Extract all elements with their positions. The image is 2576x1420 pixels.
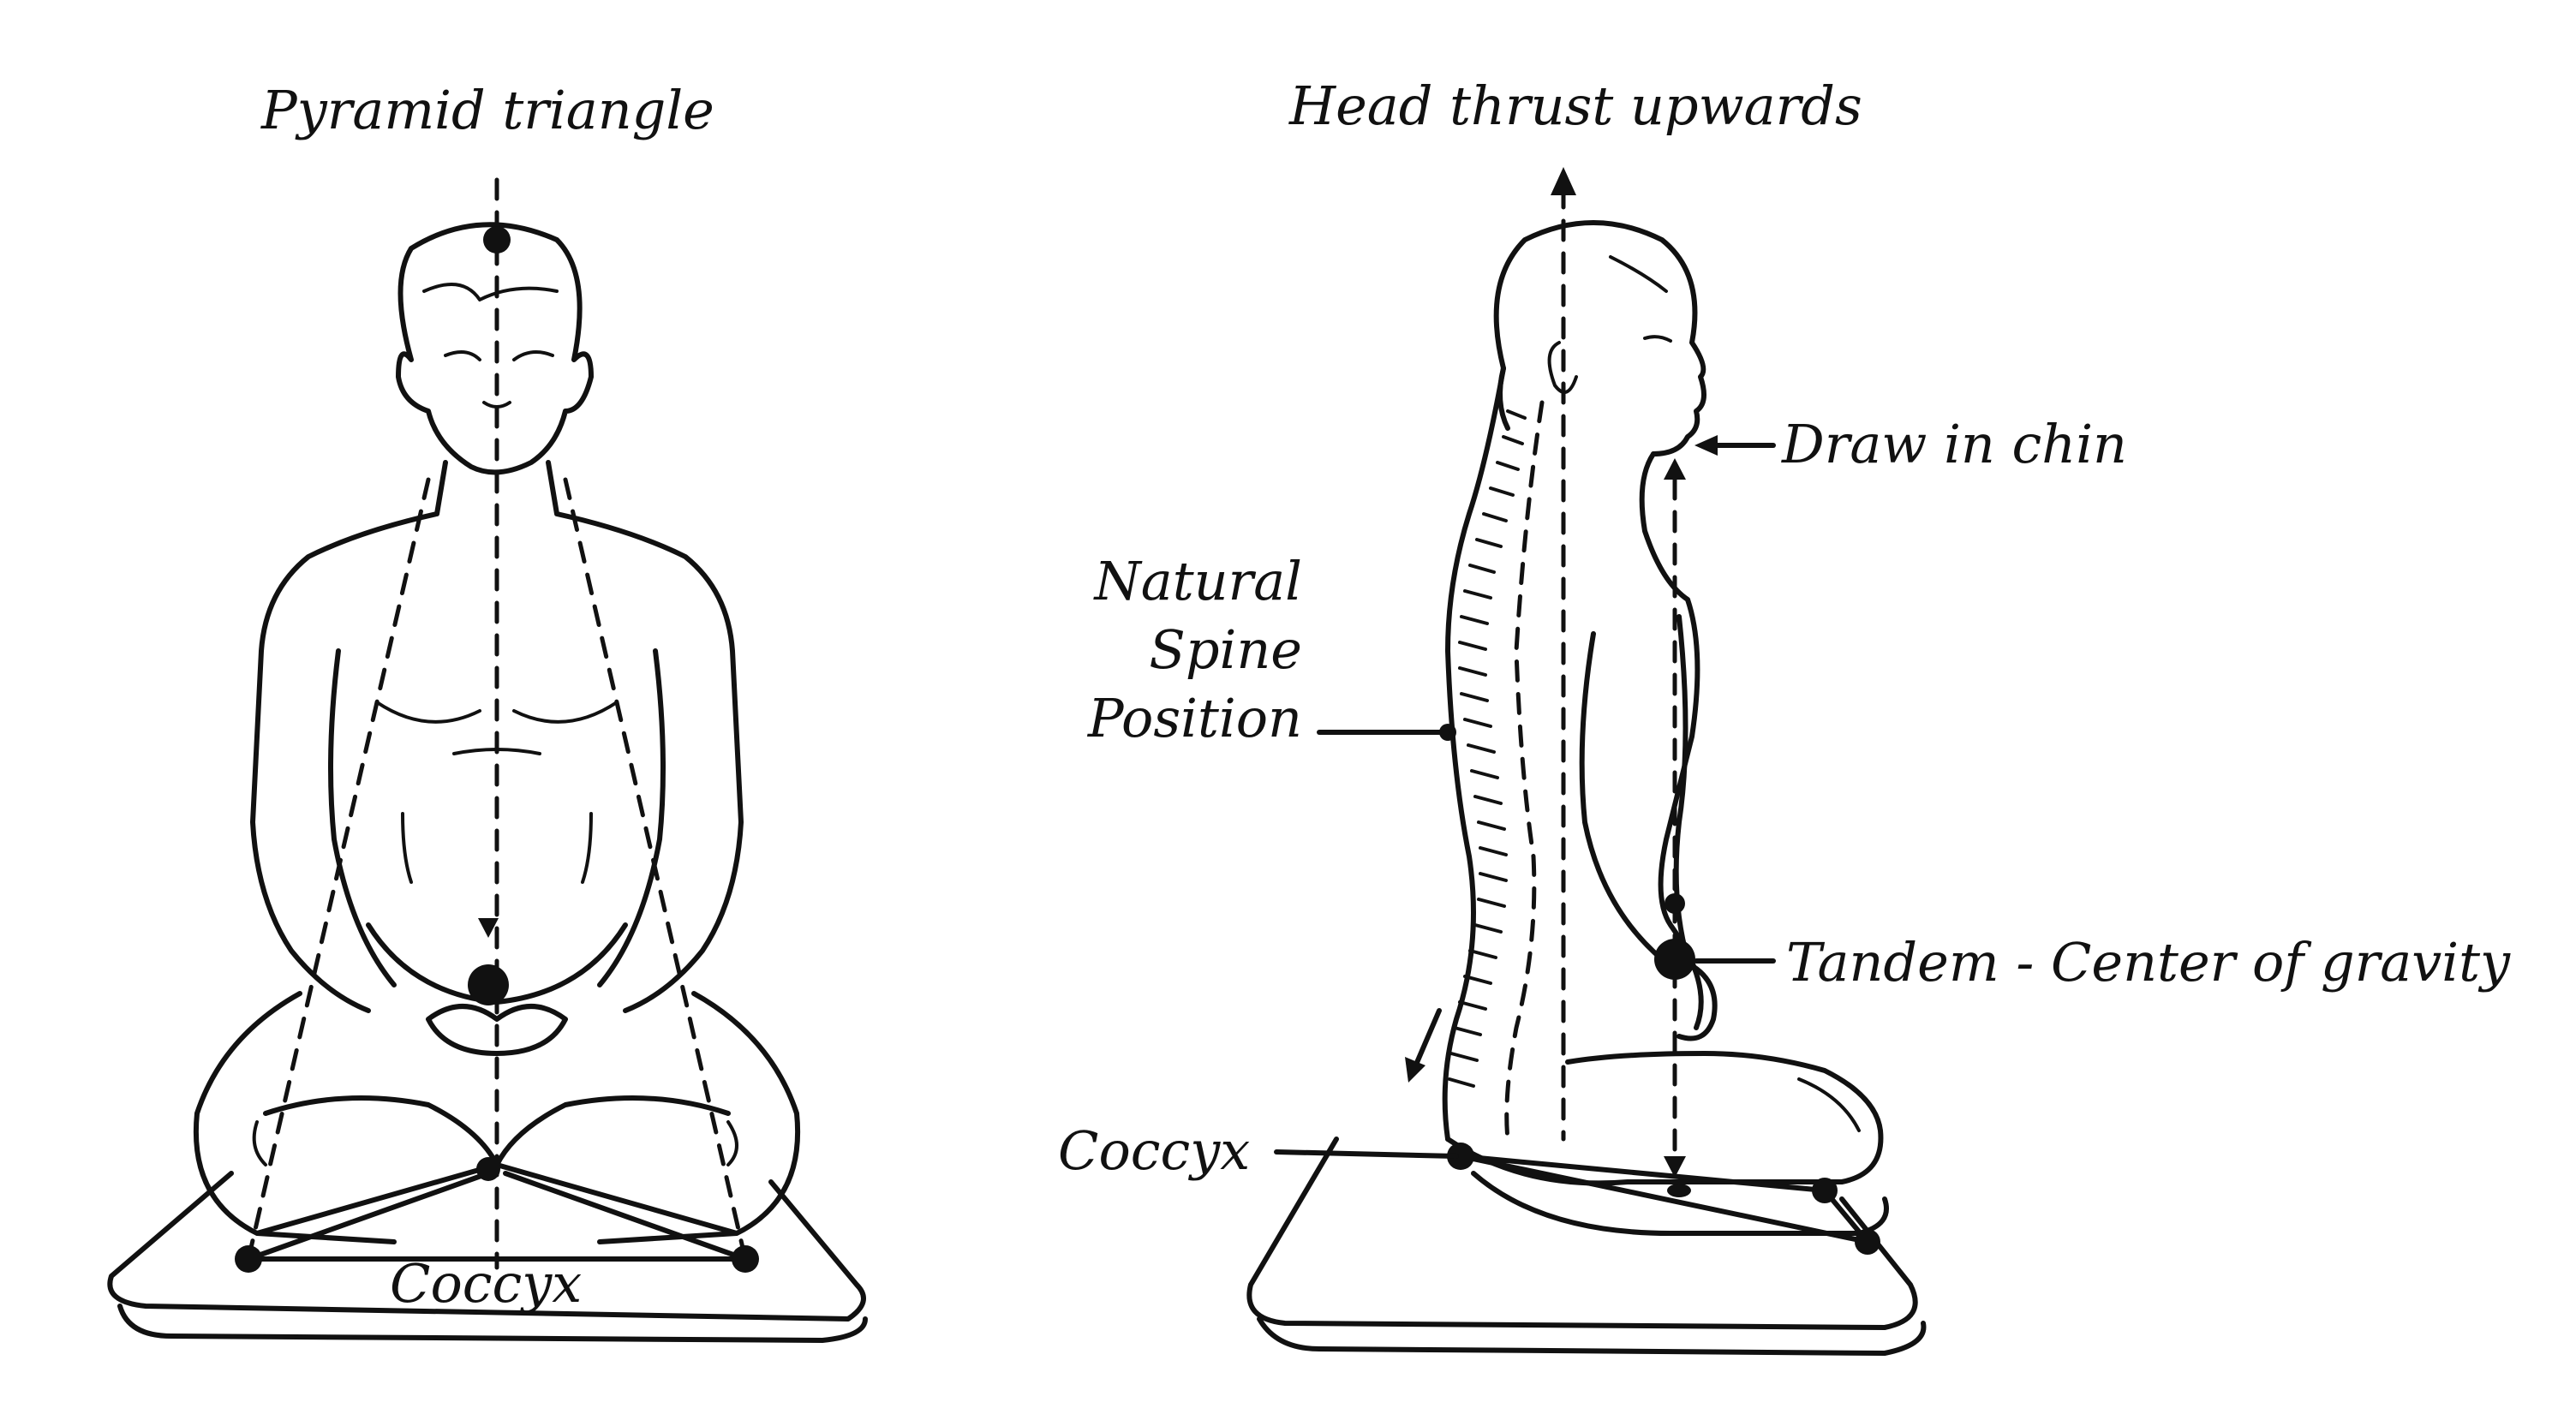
side-chin-arrowhead-up: [1664, 458, 1686, 480]
side-spine-label-line-3: Position: [1087, 687, 1302, 749]
front-torso: [250, 460, 744, 1013]
side-chin-pointer-arrowhead: [1694, 435, 1718, 456]
side-chin-arrowhead-down: [1664, 1156, 1686, 1178]
front-tandem-point: [468, 964, 509, 1005]
side-base-triangle: [1458, 1154, 1874, 1246]
side-spine-label-line-2: Spine: [1149, 618, 1302, 681]
front-right-abs: [581, 812, 593, 884]
side-head: [1493, 220, 1706, 456]
side-coccyx-leader: [1274, 1149, 1459, 1159]
front-legs: [193, 991, 801, 1244]
side-knee: [1797, 1077, 1861, 1132]
front-coccyx-label: Coccyx: [390, 1252, 582, 1315]
side-head-arrowhead: [1551, 167, 1576, 195]
front-right-foot: [726, 1120, 738, 1166]
front-right-pyramid-edge: [563, 477, 748, 1262]
side-coccyx-label: Coccyx: [1058, 1119, 1250, 1182]
side-coccyx-point: [1447, 1143, 1474, 1170]
front-left-arm-inner: [328, 648, 397, 987]
side-eye: [1643, 335, 1672, 343]
front-left-foot: [252, 1120, 267, 1166]
side-chin-label: Draw in chin: [1781, 413, 2127, 475]
side-toe-point: [1855, 1229, 1880, 1255]
side-spine-vertebrae: [1448, 409, 1527, 1088]
front-right-knee-point: [732, 1245, 759, 1273]
front-right-pec: [512, 701, 619, 724]
side-arm-front: [1673, 614, 1690, 962]
front-right-arm-inner: [597, 648, 666, 987]
front-axis-arrowhead: [478, 918, 499, 938]
side-arm: [1579, 631, 1665, 962]
side-coccyx-arrowhead: [1405, 1057, 1425, 1083]
side-spine-inner-line: [1504, 400, 1545, 1142]
front-left-abs: [401, 812, 413, 884]
side-base-center-point: [1667, 1184, 1691, 1197]
front-left-knee-point: [235, 1245, 262, 1273]
side-front-body: [1639, 451, 1704, 1030]
side-mat: [1246, 1137, 1918, 1330]
side-hairline: [1609, 255, 1668, 293]
side-mat-edge: [1257, 1316, 1927, 1356]
front-head: [396, 222, 594, 475]
front-mat-edge: [117, 1304, 868, 1343]
side-coccyx-arrow: [1411, 1008, 1442, 1073]
front-coccyx-point: [476, 1157, 500, 1181]
front-hairline: [422, 283, 559, 301]
front-left-pec: [375, 701, 481, 724]
side-ear: [1547, 341, 1578, 394]
side-title: Head thrust upwards: [1288, 75, 1862, 137]
front-title: Pyramid triangle: [260, 79, 714, 141]
side-hand: [1676, 957, 1718, 1041]
front-mat: [107, 1171, 866, 1322]
front-view-figure: [107, 177, 868, 1343]
side-gravity-label: Tandem - Center of gravity: [1786, 931, 2511, 993]
front-pyramid-cross: [246, 1171, 748, 1262]
side-knee-point: [1812, 1178, 1838, 1203]
side-upper-gravity-point: [1665, 893, 1685, 914]
front-left-pyramid-edge: [246, 477, 431, 1262]
side-tandem-point: [1654, 939, 1695, 980]
side-view-figure: [1246, 167, 1927, 1356]
side-back: [1442, 366, 1506, 1142]
side-spine-label-line-1: Natural: [1093, 550, 1303, 612]
front-hands: [426, 1004, 568, 1056]
front-left-eye: [444, 350, 481, 361]
side-legs: [1445, 1051, 1889, 1236]
front-crown-point: [483, 226, 511, 254]
front-right-eye: [512, 350, 554, 361]
